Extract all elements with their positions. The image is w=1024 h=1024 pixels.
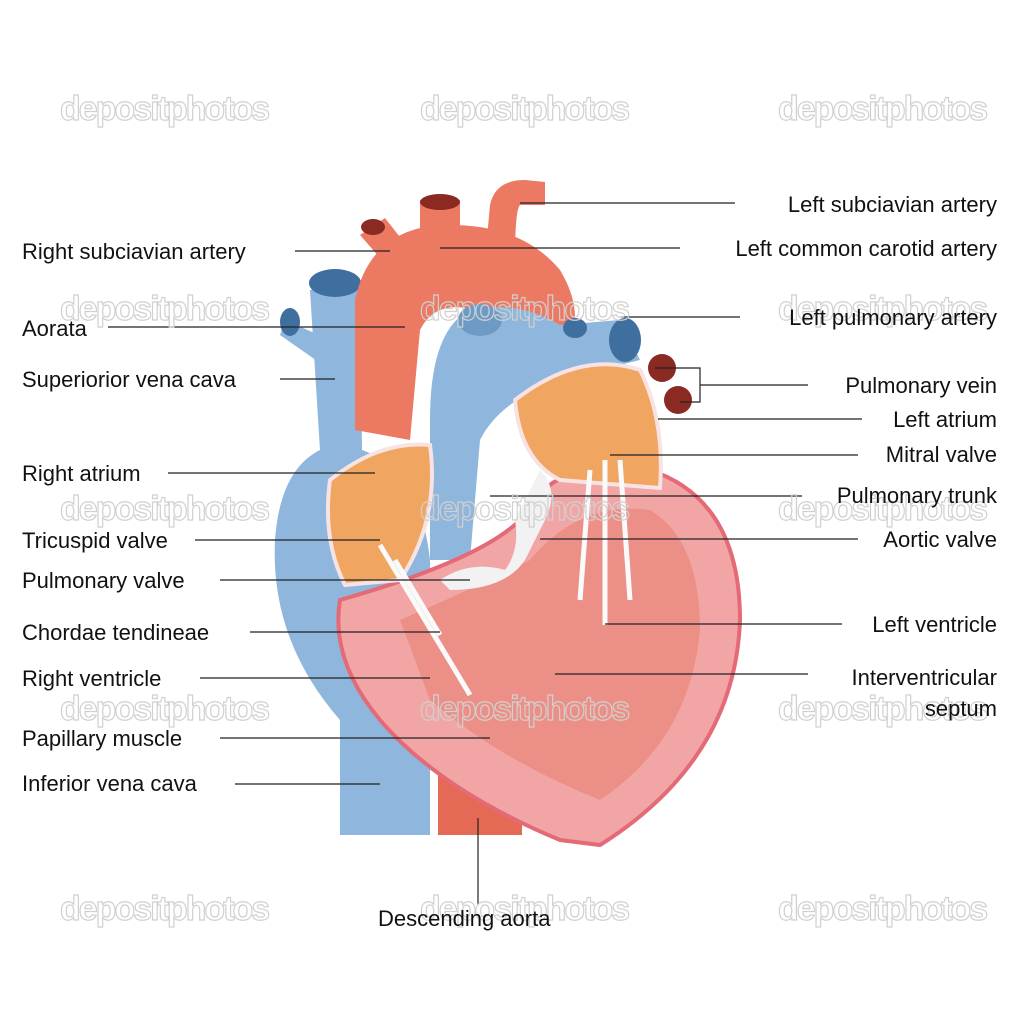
label-papillary-muscle: Papillary muscle — [22, 726, 183, 751]
label-pulmonary-valve: Pulmonary valve — [22, 568, 185, 593]
watermark: depositphotos — [777, 689, 988, 728]
watermark: depositphotos — [59, 289, 270, 328]
right-atrium-shape — [325, 442, 434, 588]
watermark: depositphotos — [419, 689, 630, 728]
label-pulmonary-trunk: Pulmonary trunk — [836, 483, 997, 508]
label-chordae-tendineae: Chordae tendineae — [22, 620, 210, 645]
label-left-subclavian-artery: Left subciavian artery — [787, 192, 997, 217]
label-aortic-valve: Aortic valve — [883, 527, 997, 552]
label-mitral-valve: Mitral valve — [885, 442, 997, 467]
watermark: depositphotos — [777, 289, 988, 328]
watermark: depositphotos — [419, 89, 630, 128]
aortic-arch — [355, 224, 575, 440]
label-left-atrium: Left atrium — [893, 407, 997, 432]
watermark: depositphotos — [419, 489, 630, 528]
leader-lines — [108, 202, 862, 905]
label-superior-vena-cava: Superiorior vena cava — [22, 367, 237, 392]
watermark: depositphotos — [777, 889, 988, 928]
watermark: depositphotos — [777, 489, 988, 528]
watermark: depositphotos — [59, 489, 270, 528]
label-left-pulmonary-artery: Left pulmonary artery — [789, 305, 997, 330]
label-inferior-vena-cava: Inferior vena cava — [22, 771, 197, 796]
watermark: depositphotos — [419, 889, 630, 928]
left-atrium-shape — [512, 362, 663, 491]
watermark: depositphotos — [419, 289, 630, 328]
watermark: depositphotos — [59, 889, 270, 928]
label-pulmonary-vein: Pulmonary vein — [845, 373, 997, 398]
label-right-atrium: Right atrium — [22, 461, 141, 486]
label-tricuspid-valve: Tricuspid valve — [22, 528, 168, 553]
watermark: depositphotos — [59, 689, 270, 728]
watermark: depositphotos — [59, 89, 270, 128]
label-interventricular-septum: Interventricular septum — [851, 665, 997, 721]
label-left-ventricle: Left ventricle — [872, 612, 997, 637]
label-aorta: Aorata — [22, 316, 87, 341]
watermark: depositphotos — [777, 89, 988, 128]
label-right-ventricle: Right ventricle — [22, 666, 162, 691]
label-right-subclavian-artery: Right subciavian artery — [22, 239, 246, 264]
label-left-common-carotid-artery: Left common carotid artery — [735, 236, 997, 261]
label-descending-aorta: Descending aorta — [378, 906, 551, 931]
